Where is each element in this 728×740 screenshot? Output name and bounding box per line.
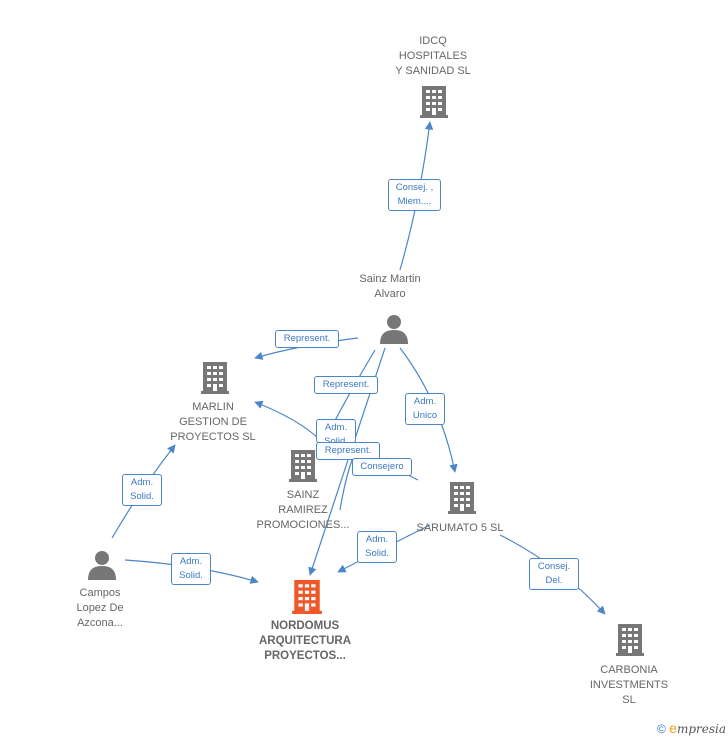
building-icon[interactable] bbox=[289, 450, 317, 482]
footer-brand: © empresia bbox=[657, 720, 726, 736]
node-label-marlin[interactable]: MARLIN GESTION DE PROYECTOS SL bbox=[170, 401, 256, 443]
node-label-idcq[interactable]: IDCQ HOSPITALES Y SANIDAD SL bbox=[395, 35, 471, 77]
node-label-sainzram[interactable]: SAINZ RAMIREZ PROMOCIONES... bbox=[256, 489, 350, 531]
edge-label[interactable]: Consej. Del. bbox=[529, 558, 579, 590]
building-icon[interactable] bbox=[292, 580, 322, 614]
node-label-sarumato[interactable]: SARUMATO 5 SL bbox=[416, 522, 504, 534]
edge-label[interactable]: Represent. bbox=[275, 330, 339, 348]
brand-initial: e bbox=[669, 720, 677, 736]
edge-label[interactable]: Adm. Solid. bbox=[357, 531, 397, 563]
node-label-sainz[interactable]: Sainz Martin Alvaro bbox=[359, 273, 421, 300]
edge-label[interactable]: Consej. , Miem.... bbox=[388, 179, 441, 211]
person-icon[interactable] bbox=[88, 551, 116, 580]
edge-label[interactable]: Adm. Solid. bbox=[122, 474, 162, 506]
node-label-carbonia[interactable]: CARBONIA INVESTMENTS SL bbox=[589, 664, 669, 706]
building-icon[interactable] bbox=[448, 482, 476, 514]
node-label-campos[interactable]: Campos Lopez De Azcona... bbox=[76, 587, 124, 629]
building-icon[interactable] bbox=[616, 624, 644, 656]
edge-label[interactable]: Adm. Unico bbox=[405, 393, 445, 425]
node-label-nordomus[interactable]: NORDOMUS ARQUITECTURA PROYECTOS... bbox=[259, 620, 351, 662]
person-icon[interactable] bbox=[380, 315, 408, 344]
copyright-icon: © bbox=[656, 722, 666, 736]
edge-label[interactable]: Represent. bbox=[314, 376, 378, 394]
building-icon[interactable] bbox=[201, 362, 229, 394]
building-icon[interactable] bbox=[420, 86, 448, 118]
edge-label[interactable]: Adm. Solid. bbox=[316, 419, 356, 443]
edge-label[interactable]: Consejero bbox=[352, 458, 412, 476]
edge-sainzram-represent bbox=[339, 459, 353, 511]
edge-label[interactable]: Represent. bbox=[316, 442, 380, 460]
edge-label[interactable]: Adm. Solid. bbox=[171, 553, 211, 585]
brand-name: mpresia bbox=[676, 722, 726, 736]
